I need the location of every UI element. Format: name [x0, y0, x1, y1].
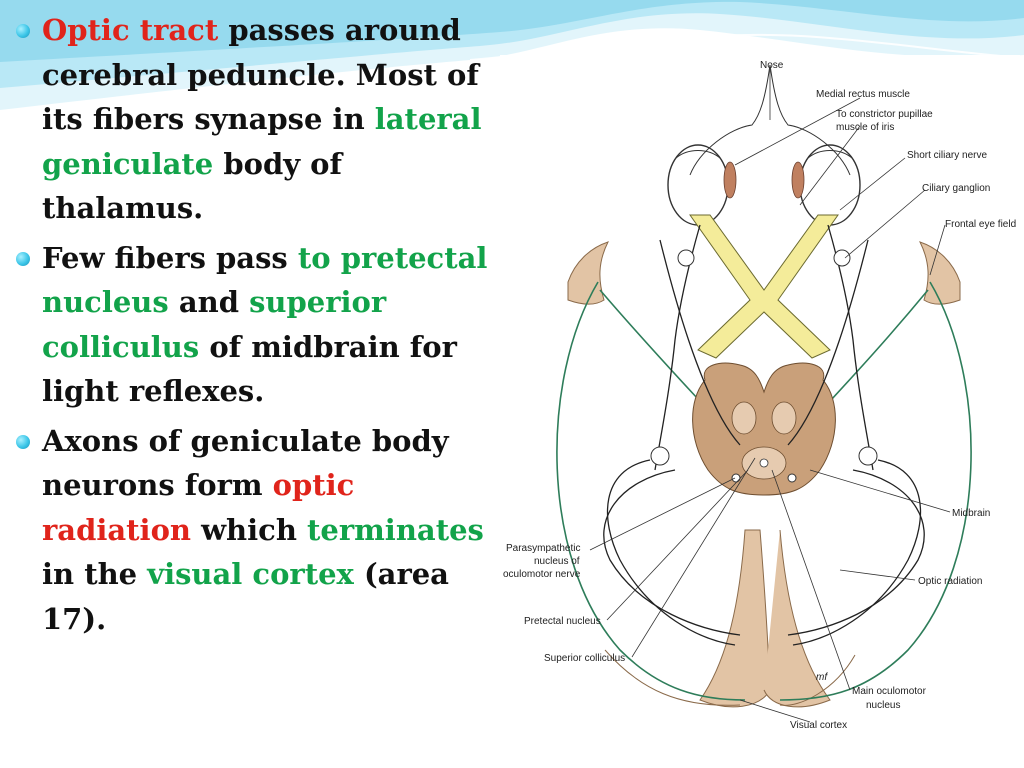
bullet-item: Optic tract passes around cerebral pedun… [14, 8, 494, 231]
bullet-text-segment: visual cortex [147, 557, 354, 591]
label-pretectal-nucleus: Pretectal nucleus [524, 616, 601, 627]
bullet-text-segment: superior colliculus [42, 285, 387, 364]
label-superior-colliculus: Superior colliculus [544, 653, 625, 664]
bullet-text-segment: Optic tract [42, 13, 219, 47]
artist-signature: mf [816, 672, 828, 683]
bullet-text-segment: Axons of geniculate body neurons form [42, 423, 449, 503]
cortex-outline [567, 241, 961, 708]
diagram-labels: Nose Medial rectus muscle To constrictor… [503, 60, 1016, 731]
bullet-list: Optic tract passes around cerebral pedun… [14, 8, 494, 641]
label-parasympathetic-3: oculomotor nerve [503, 569, 581, 580]
optic-chiasm [689, 214, 839, 359]
bullet-text-segment: Few fibers pass [42, 240, 298, 275]
label-visual-cortex: Visual cortex [790, 720, 847, 731]
bullet-text-segment: body of thalamus. [42, 146, 342, 226]
label-constrictor-2: muscle of iris [836, 122, 894, 133]
label-medial-rectus: Medial rectus muscle [816, 89, 910, 100]
label-parasympathetic-2: nucleus of [534, 556, 580, 567]
bullet-text-segment: and [168, 285, 250, 319]
leader-lines [589, 68, 951, 723]
bullet-text-segment: optic radiation [42, 468, 355, 547]
midbrain-shape [692, 362, 836, 496]
bullet-text-segment: which [191, 512, 307, 547]
label-ciliary-ganglion: Ciliary ganglion [922, 183, 990, 194]
bullet-text-segment: (area 17). [42, 557, 449, 636]
label-main-oculomotor-1: Main oculomotor [852, 686, 927, 697]
bullet-dot-icon [16, 251, 30, 266]
bullet-text-segment: lateral geniculate [42, 102, 482, 181]
label-main-oculomotor-2: nucleus [866, 700, 900, 711]
label-frontal-eye-field: Frontal eye field [945, 219, 1016, 230]
bullet-text-segment: terminates [307, 512, 484, 547]
label-midbrain: Midbrain [952, 508, 990, 519]
label-short-ciliary-nerve: Short ciliary nerve [907, 150, 987, 161]
nerve-lines [603, 64, 925, 646]
bullet-dot-icon [16, 434, 30, 449]
bullet-dot-icon [16, 24, 30, 38]
label-optic-radiation: Optic radiation [918, 576, 982, 587]
bullet-text-segment: of midbrain for light reflexes. [42, 329, 457, 409]
label-nose: Nose [760, 60, 784, 71]
bullet-item: Few fibers pass to pretectal nucleus and… [14, 236, 494, 414]
bullet-text-segment: passes around cerebral peduncle. Most of… [42, 13, 479, 136]
label-constrictor-1: To constrictor pupillae [836, 109, 933, 120]
bullet-item: Axons of geniculate body neurons form op… [14, 419, 494, 642]
visual-pathway-diagram: Nose Medial rectus muscle To constrictor… [500, 55, 1020, 768]
label-parasympathetic-1: Parasympathetic [506, 543, 580, 554]
bullet-text-segment: in the [42, 557, 148, 591]
bullet-text-segment: to pretectal nucleus [42, 240, 488, 320]
